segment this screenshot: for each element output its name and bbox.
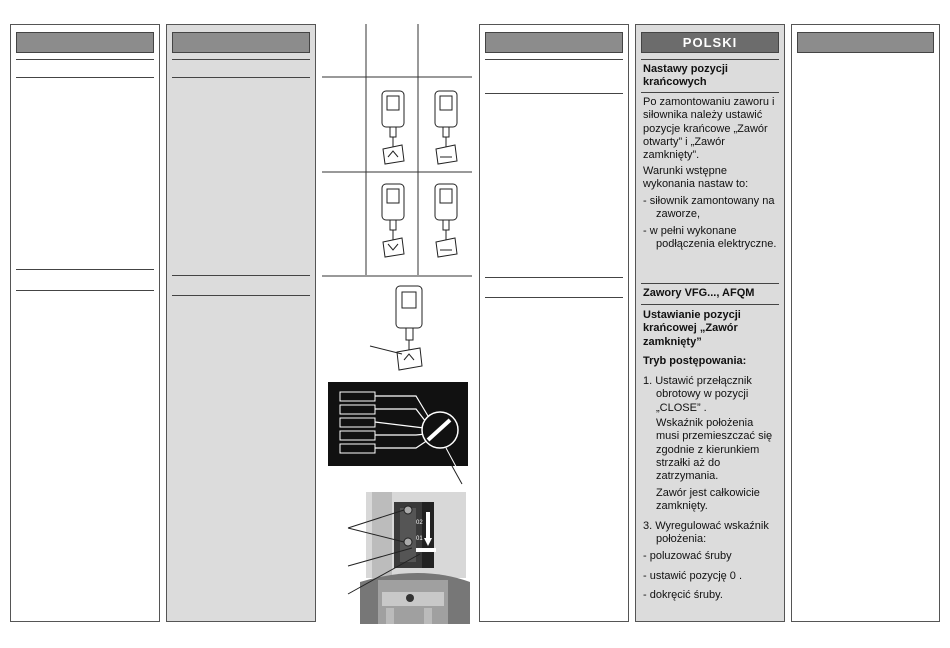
language-header: POLSKI: [641, 32, 779, 53]
actuator-open-icon: [381, 90, 405, 165]
procedure-heading: Tryb postępowania:: [643, 355, 747, 367]
divider: [485, 59, 623, 60]
divider: [16, 269, 154, 270]
divider: [485, 297, 623, 298]
section-title: Zawory VFG..., AFQM: [643, 287, 755, 299]
intro-paragraph: Po zamontowaniu zaworu i siłownika należ…: [643, 96, 775, 162]
divider: [172, 59, 310, 60]
column-1: [10, 24, 160, 622]
conditions-text: Warunki wstępne wykonania nastaw to:: [643, 165, 749, 191]
condition-item: - siłownik zamontowany na zaworze,: [643, 195, 775, 221]
step-closed-note: Zawór jest całkowicie zamknięty.: [656, 487, 760, 513]
divider: [641, 92, 779, 93]
bullet-item: - dokręcić śruby.: [643, 589, 723, 601]
column-1-header: [16, 32, 154, 53]
actuator-closed-icon: [434, 90, 458, 165]
condition-item: - w pełni wykonane podłączenia elektrycz…: [643, 225, 777, 251]
column-4-header: [485, 32, 623, 53]
section-title: Nastawy pozycji krańcowych: [643, 63, 728, 89]
position-indicator-photo: 02 01: [347, 492, 470, 624]
divider: [641, 283, 779, 284]
actuator-large-icon: [395, 285, 423, 371]
column-2-header: [172, 32, 310, 53]
divider: [172, 295, 310, 296]
divider: [172, 275, 310, 276]
subsection-title: zamknięty”: [643, 336, 702, 348]
column-polski: POLSKI Nastawy pozycji krańcowych Po zam…: [635, 24, 785, 622]
rotary-switch-panel: [328, 382, 468, 485]
step-indicator-note: Wskaźnik położenia musi przemieszczać si…: [656, 417, 773, 483]
divider: [641, 304, 779, 305]
divider: [16, 290, 154, 291]
divider: [485, 93, 623, 94]
column-6-header: [797, 32, 934, 53]
divider: [16, 59, 154, 60]
subsection-title: Ustawianie pozycji krańcowej „Zawór: [643, 309, 741, 335]
column-2: [166, 24, 316, 622]
scale-label: 02: [416, 520, 423, 526]
divider: [16, 77, 154, 78]
actuator-closed-icon: [434, 183, 458, 258]
divider: [641, 59, 779, 60]
illustration-panel: 02 01: [322, 24, 472, 624]
step-1: 1. Ustawić przełącznik obrotowy w pozycj…: [643, 375, 752, 414]
bullet-item: - poluzować śruby: [643, 550, 732, 562]
step-3: 3. Wyregulować wskaźnik położenia:: [643, 520, 769, 546]
divider: [172, 77, 310, 78]
scale-label: 01: [416, 536, 423, 542]
divider: [485, 277, 623, 278]
column-4: [479, 24, 629, 622]
bullet-item: - ustawić pozycję 0 .: [643, 570, 743, 582]
column-6: [791, 24, 940, 622]
actuator-open-icon: [381, 183, 405, 258]
